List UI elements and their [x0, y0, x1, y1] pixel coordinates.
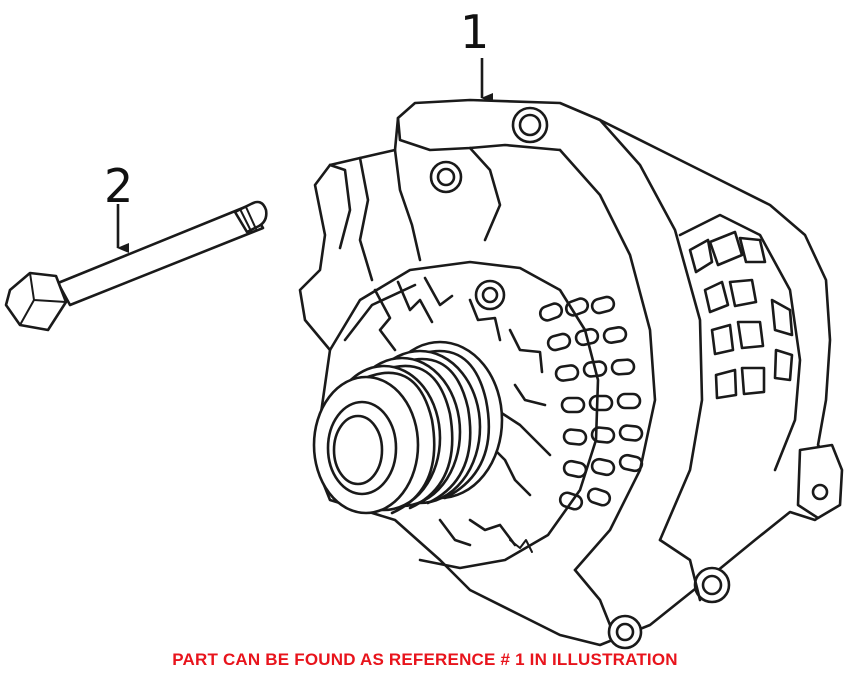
- stator-slots: [538, 295, 644, 511]
- alternator-illustration: [298, 98, 844, 650]
- callout-number-1: 1: [460, 5, 489, 59]
- reference-caption: PART CAN BE FOUND AS REFERENCE # 1 IN IL…: [172, 650, 678, 669]
- bolt-illustration: [4, 200, 268, 332]
- pulley: [312, 340, 504, 515]
